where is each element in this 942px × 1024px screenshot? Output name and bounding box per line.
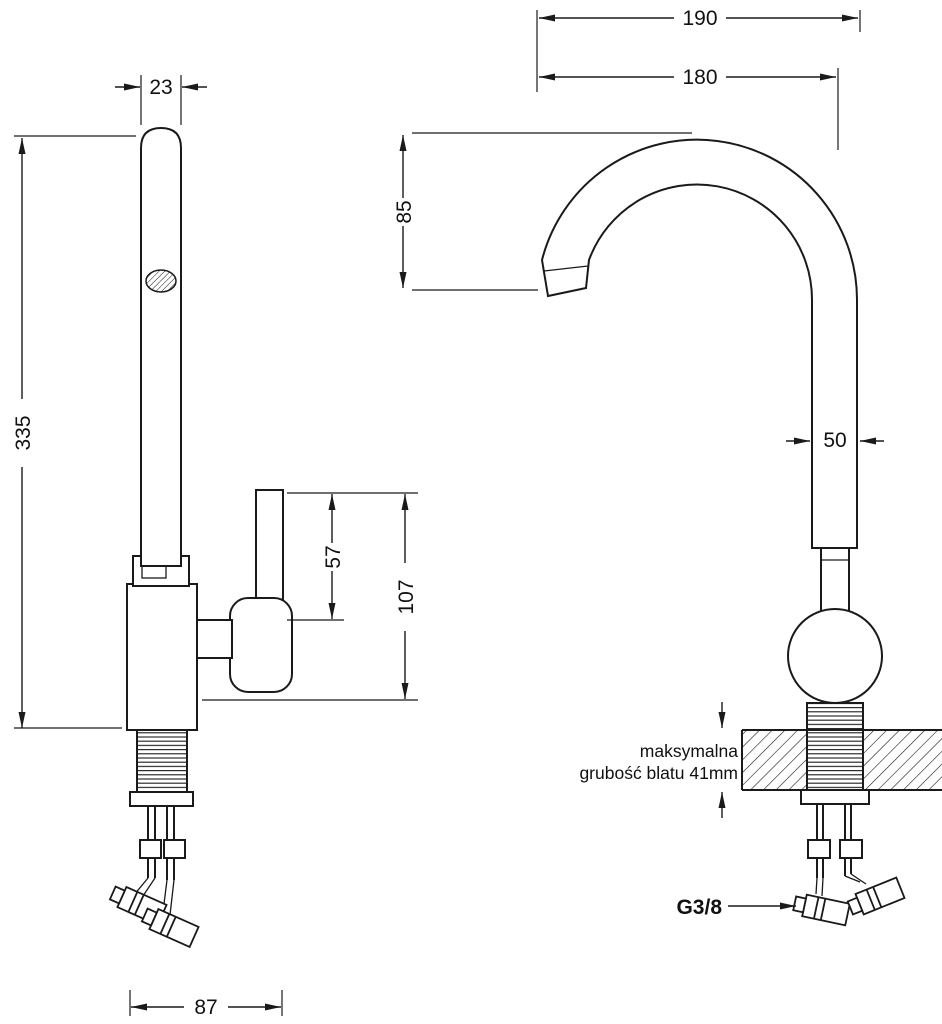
dim-label-base-depth: 87 bbox=[194, 996, 217, 1019]
dim-label-tube-width: 50 bbox=[823, 429, 846, 452]
mounting-flange-left bbox=[129, 791, 194, 807]
dim-label-overall-width: 190 bbox=[682, 7, 717, 30]
mounting-nut bbox=[807, 839, 831, 859]
mixer-body-sphere bbox=[787, 608, 883, 704]
dim-label-total-height: 335 bbox=[12, 415, 35, 450]
countertop-note-line2: grubość blatu 41mm bbox=[579, 763, 738, 783]
hose-nut-left-b bbox=[139, 904, 200, 948]
dim-label-body-height: 107 bbox=[395, 579, 418, 614]
mounting-nut bbox=[163, 839, 186, 859]
threaded-shank-right bbox=[806, 702, 864, 791]
right-view-front-profile bbox=[540, 138, 883, 791]
hose-nut-right-a bbox=[791, 891, 851, 927]
lever-handle-front bbox=[820, 547, 850, 613]
mounting-hardware-left bbox=[107, 806, 200, 948]
mounting-flange-right bbox=[800, 789, 870, 805]
faucet-body-side bbox=[126, 583, 198, 731]
gooseneck-spout bbox=[540, 138, 859, 549]
threaded-shank-left bbox=[136, 729, 188, 793]
dim-label-spout-drop: 85 bbox=[393, 200, 416, 223]
left-view-side-profile bbox=[126, 126, 293, 807]
countertop-hatch-right bbox=[864, 731, 942, 789]
countertop-hatch-left bbox=[743, 731, 806, 789]
dim-label-spout-width: 23 bbox=[149, 76, 172, 99]
right-view-dimensions: 190 180 85 50 bbox=[393, 7, 884, 452]
countertop-section: maksymalna grubość blatu 41mm bbox=[579, 702, 942, 818]
dim-label-backplate bbox=[819, 429, 851, 451]
left-view-dimensions: 23 335 57 107 87 bbox=[12, 75, 418, 1019]
aerator-outlet-side bbox=[145, 269, 177, 293]
spout-tube-side bbox=[140, 126, 182, 567]
countertop-note-line1: maksymalna bbox=[640, 741, 738, 761]
mounting-nut bbox=[839, 839, 863, 859]
aerator-ring-line bbox=[543, 265, 589, 272]
dim-label-handle-length: 57 bbox=[322, 545, 345, 568]
thread-size-label: G3/8 bbox=[676, 896, 722, 919]
mounting-hardware-right: G3/8 bbox=[676, 789, 906, 927]
handle-pivot-cap bbox=[229, 597, 293, 693]
hose-nut-right-b bbox=[845, 876, 906, 920]
dim-label-spout-reach: 180 bbox=[682, 66, 717, 89]
mounting-nut bbox=[139, 839, 162, 859]
handle-neck bbox=[196, 619, 233, 659]
